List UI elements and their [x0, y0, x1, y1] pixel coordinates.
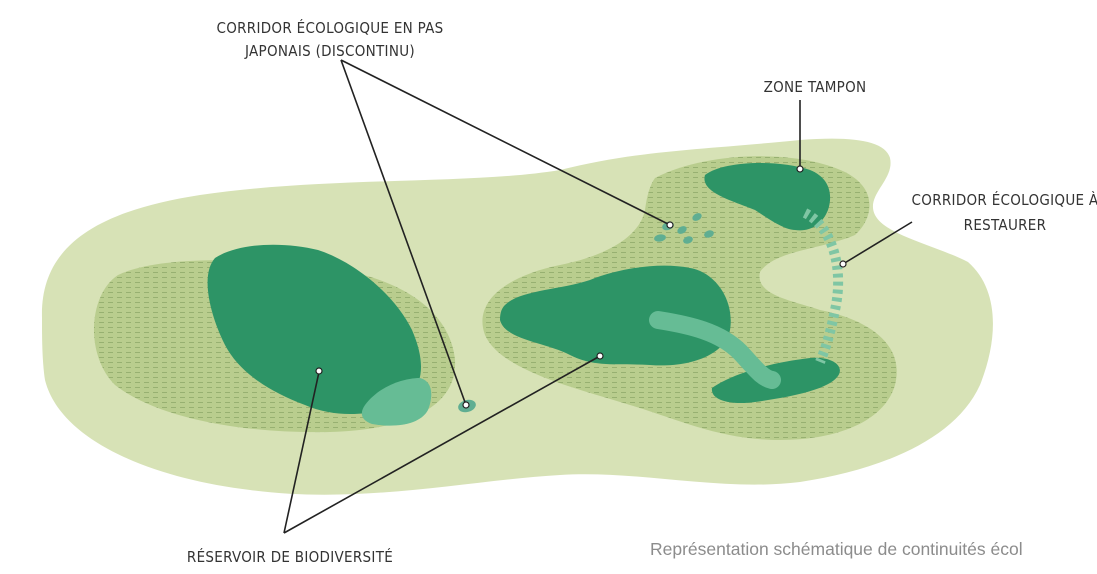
- pointer-dot: [667, 222, 673, 228]
- label-corridor-discontinu-line1: CORRIDOR ÉCOLOGIQUE EN PAS: [216, 18, 443, 37]
- pointer-dot: [797, 166, 803, 172]
- label-reservoir: RÉSERVOIR DE BIODIVERSITÉ: [187, 547, 393, 566]
- figure-caption: Représentation schématique de continuité…: [650, 539, 1097, 560]
- pointer-dot: [597, 353, 603, 359]
- pointer-dot: [316, 368, 322, 374]
- label-corridor-restaurer-line1: CORRIDOR ÉCOLOGIQUE À: [912, 190, 1097, 209]
- pointer-dot: [840, 261, 846, 267]
- label-corridor-discontinu-line2: JAPONAIS (DISCONTINU): [244, 42, 415, 60]
- pointer-dot: [463, 402, 469, 408]
- label-zone-tampon: ZONE TAMPON: [764, 78, 867, 96]
- label-corridor-restaurer-line2: RESTAURER: [964, 216, 1047, 234]
